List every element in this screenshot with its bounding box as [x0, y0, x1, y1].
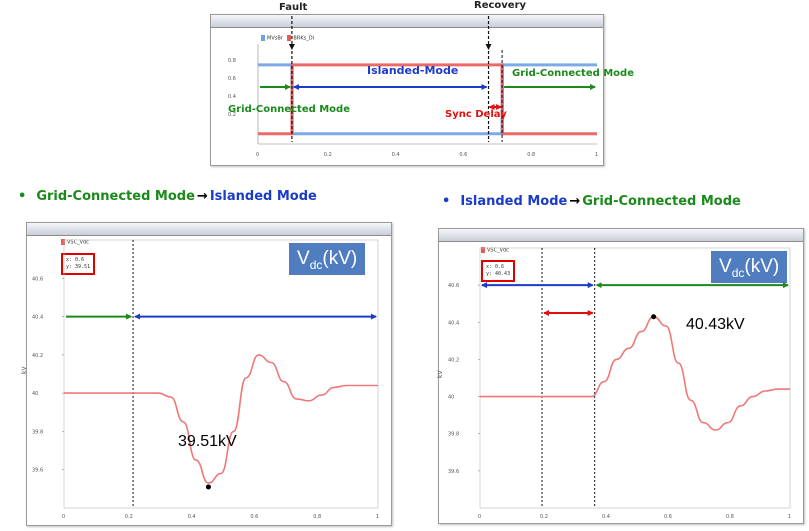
- right-ytick-5: 39.6: [448, 469, 459, 475]
- right-ytick-2: 40.2: [448, 357, 459, 363]
- left-xtick-5: 1: [376, 514, 379, 520]
- right-heading: • Islanded Mode→Grid-Connected Mode: [442, 194, 741, 209]
- islanded-mode-label: Islanded-Mode: [367, 64, 459, 77]
- legend-brks: BRKs_DI: [293, 35, 315, 42]
- top-ytick-0: 0.8: [228, 58, 236, 64]
- legend-swatch-brks: [287, 35, 292, 41]
- left-xtick-1: 0.2: [125, 514, 133, 520]
- right-peak-label: 40.43kV: [686, 316, 745, 333]
- top-ytick-2: 0.4: [228, 94, 236, 100]
- right-readout-y: y: 40.43: [486, 271, 511, 277]
- right-plot-frame: [479, 247, 791, 509]
- left-legend: VSC_Vdc: [61, 239, 89, 246]
- top-ytick-1: 0.6: [228, 76, 236, 82]
- left-ytick-3: 40: [32, 391, 38, 397]
- top-timeline-panel: MVsBr BRKs_DI: [210, 14, 604, 166]
- left-readout-y: y: 39.51: [66, 264, 91, 270]
- left-ytick-2: 40.2: [32, 353, 43, 359]
- right-ytick-0: 40.6: [448, 283, 459, 289]
- right-ytick-4: 39.8: [448, 432, 459, 438]
- right-xtick-4: 0.8: [726, 514, 734, 520]
- top-panel-titlebar: [211, 15, 603, 28]
- right-legend-name: VSC_Vdc: [487, 247, 509, 254]
- left-ytick-0: 40.6: [32, 276, 43, 282]
- grid-connected-right-label: Grid-Connected Mode: [512, 68, 634, 79]
- sync-delay-label: Sync Delay: [445, 109, 507, 120]
- right-vdc-sub: dc: [731, 265, 745, 280]
- top-series-brks-di: [258, 63, 597, 136]
- top-xtick-0: 0: [256, 152, 259, 158]
- left-ytick-5: 39.6: [32, 468, 43, 474]
- left-plot-frame: [63, 239, 379, 509]
- top-xtick-2: 0.4: [392, 152, 400, 158]
- right-vdc-unit: (kV): [744, 256, 780, 277]
- right-xtick-2: 0.4: [602, 514, 610, 520]
- left-legend-swatch: [61, 239, 65, 245]
- top-legend: MVsBr BRKs_DI: [261, 35, 314, 42]
- right-vdc-badge: Vdc(kV): [711, 251, 788, 283]
- left-peak-point: [205, 484, 211, 490]
- left-heading-to: Islanded Mode: [209, 189, 317, 204]
- left-xtick-2: 0.4: [188, 514, 196, 520]
- left-vdc-sub: dc: [309, 257, 323, 272]
- right-ytick-1: 40.4: [448, 320, 459, 326]
- right-xtick-0: 0: [478, 514, 481, 520]
- right-vdc-main: V: [719, 256, 732, 277]
- right-xtick-1: 0.2: [540, 514, 548, 520]
- right-heading-from: Islanded Mode: [460, 194, 568, 209]
- left-legend-name: VSC_Vdc: [67, 239, 89, 246]
- event-fault-label: Fault: [279, 2, 308, 13]
- top-xtick-3: 0.6: [459, 152, 467, 158]
- right-ytick-3: 40: [448, 395, 454, 401]
- left-heading-arrow: →: [196, 189, 208, 204]
- right-ylabel: kV: [437, 370, 444, 378]
- right-heading-to: Grid-Connected Mode: [582, 194, 741, 209]
- left-ytick-4: 39.8: [32, 429, 43, 435]
- right-vdc-panel: VSC_Vdc x: 0.6 y: 40.43 Vdc(kV): [438, 228, 804, 524]
- left-panel-titlebar: [27, 223, 391, 236]
- left-ytick-1: 40.4: [32, 315, 43, 321]
- event-recovery-label: Recovery: [474, 0, 527, 11]
- right-peak-point: [651, 314, 657, 320]
- top-ytick-3: 0.2: [228, 112, 236, 118]
- event-marker-recovery: [485, 44, 492, 50]
- right-vdc-trace: [479, 315, 790, 431]
- right-xtick-3: 0.6: [664, 514, 672, 520]
- top-series-mvsbr: [258, 63, 597, 136]
- left-vdc-panel: VSC_Vdc x: 0.6 y: 39.51 Vdc(kV): [26, 222, 392, 526]
- left-readout-x: x: 0.6: [66, 257, 85, 263]
- right-bullet: •: [442, 194, 451, 209]
- right-legend-swatch: [481, 247, 485, 253]
- left-vdc-main: V: [297, 248, 310, 269]
- left-xtick-4: 0.8: [313, 514, 321, 520]
- top-xtick-4: 0.8: [527, 152, 535, 158]
- left-xtick-3: 0.6: [250, 514, 258, 520]
- top-xtick-5: 1: [595, 152, 598, 158]
- right-heading-arrow: →: [569, 194, 581, 209]
- right-xtick-5: 1: [788, 514, 791, 520]
- left-xtick-0: 0: [62, 514, 65, 520]
- right-cursor-readout: x: 0.6 y: 40.43: [481, 260, 516, 282]
- right-panel-titlebar: [439, 229, 803, 242]
- left-cursor-readout: x: 0.6 y: 39.51: [61, 253, 96, 275]
- left-vdc-badge: Vdc(kV): [289, 243, 366, 275]
- legend-mvsbr: MVsBr: [267, 35, 283, 42]
- left-vdc-unit: (kV): [322, 248, 358, 269]
- left-ylabel: kV: [21, 366, 28, 374]
- left-heading-from: Grid-Connected Mode: [36, 189, 195, 204]
- left-vdc-trace: [63, 354, 378, 484]
- event-marker-fault: [288, 44, 295, 50]
- left-peak-label: 39.51kV: [178, 433, 237, 450]
- grid-connected-left-label: Grid-Connected Mode: [228, 104, 350, 115]
- right-readout-x: x: 0.6: [486, 264, 505, 270]
- top-xtick-1: 0.2: [324, 152, 332, 158]
- right-legend: VSC_Vdc: [481, 247, 509, 254]
- left-bullet: •: [18, 189, 27, 204]
- left-heading: • Grid-Connected Mode→Islanded Mode: [18, 189, 317, 204]
- legend-swatch-mvsbr: [261, 35, 265, 41]
